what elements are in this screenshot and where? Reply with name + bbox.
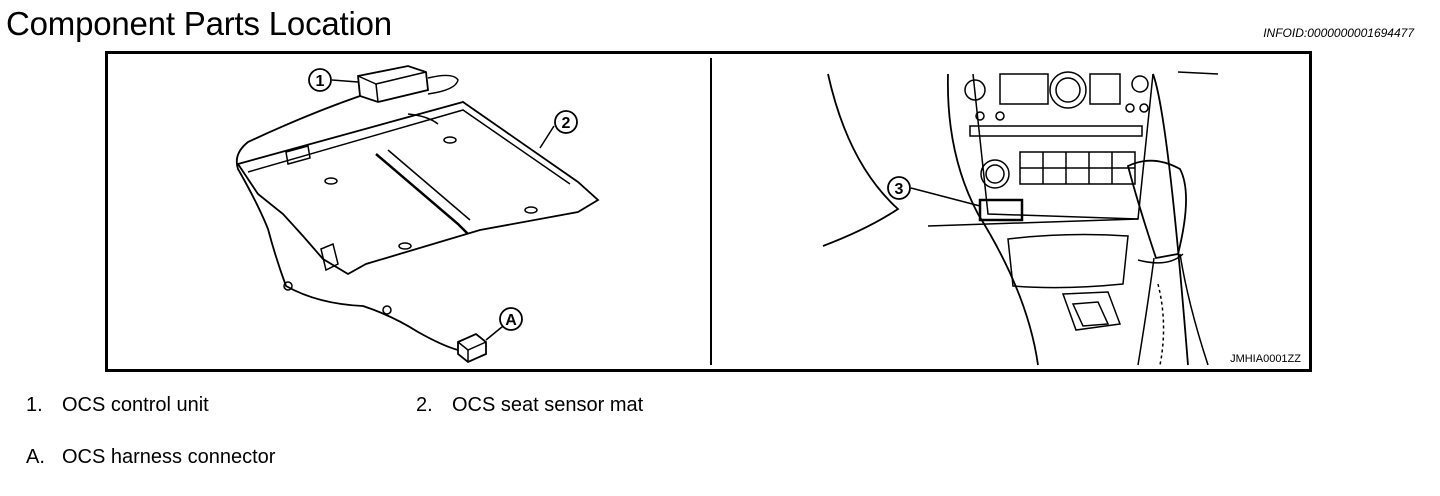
callout-a-label: A: [505, 312, 517, 329]
seat-sensor-mat: [236, 101, 600, 276]
leader-3: [910, 187, 981, 207]
component-figure: 1 2 3 A JMHIA0001ZZ: [105, 51, 1312, 372]
legend-item-2: 2. OCS seat sensor mat: [416, 393, 643, 417]
legend-item-text: OCS harness connector: [62, 446, 276, 468]
center-console: [822, 71, 1219, 366]
page-title: Component Parts Location: [6, 5, 392, 42]
harness-connector: [457, 332, 487, 364]
ocs-control-unit: [357, 65, 439, 125]
figure-code: JMHIA0001ZZ: [1230, 353, 1301, 365]
legend-item-number: A.: [26, 446, 45, 468]
shift-knob: [1126, 159, 1187, 260]
legend-item-1: 1. OCS control unit: [26, 393, 209, 417]
callout-a: [499, 307, 523, 331]
callout-2-label: 2: [562, 115, 571, 132]
callout-2: [554, 110, 578, 134]
callout-3: [887, 176, 911, 200]
legend-item-a: A. OCS harness connector: [26, 445, 275, 469]
leader-2: [539, 125, 555, 149]
leader-1: [331, 79, 359, 83]
callout-3-label: 3: [895, 181, 904, 198]
ocs-indicator: [978, 198, 1024, 222]
harness-wire: [235, 74, 459, 351]
figure-illustration: 1 2 3 A: [235, 58, 1219, 366]
legend-item-number: 1.: [26, 394, 43, 416]
callout-1: [308, 68, 332, 92]
callout-1-label: 1: [316, 73, 325, 90]
legend-item-number: 2.: [416, 394, 433, 416]
legend-item-text: OCS control unit: [62, 394, 209, 416]
legend-item-text: OCS seat sensor mat: [452, 394, 644, 416]
info-id: INFOID:0000000001694477: [1263, 26, 1414, 40]
